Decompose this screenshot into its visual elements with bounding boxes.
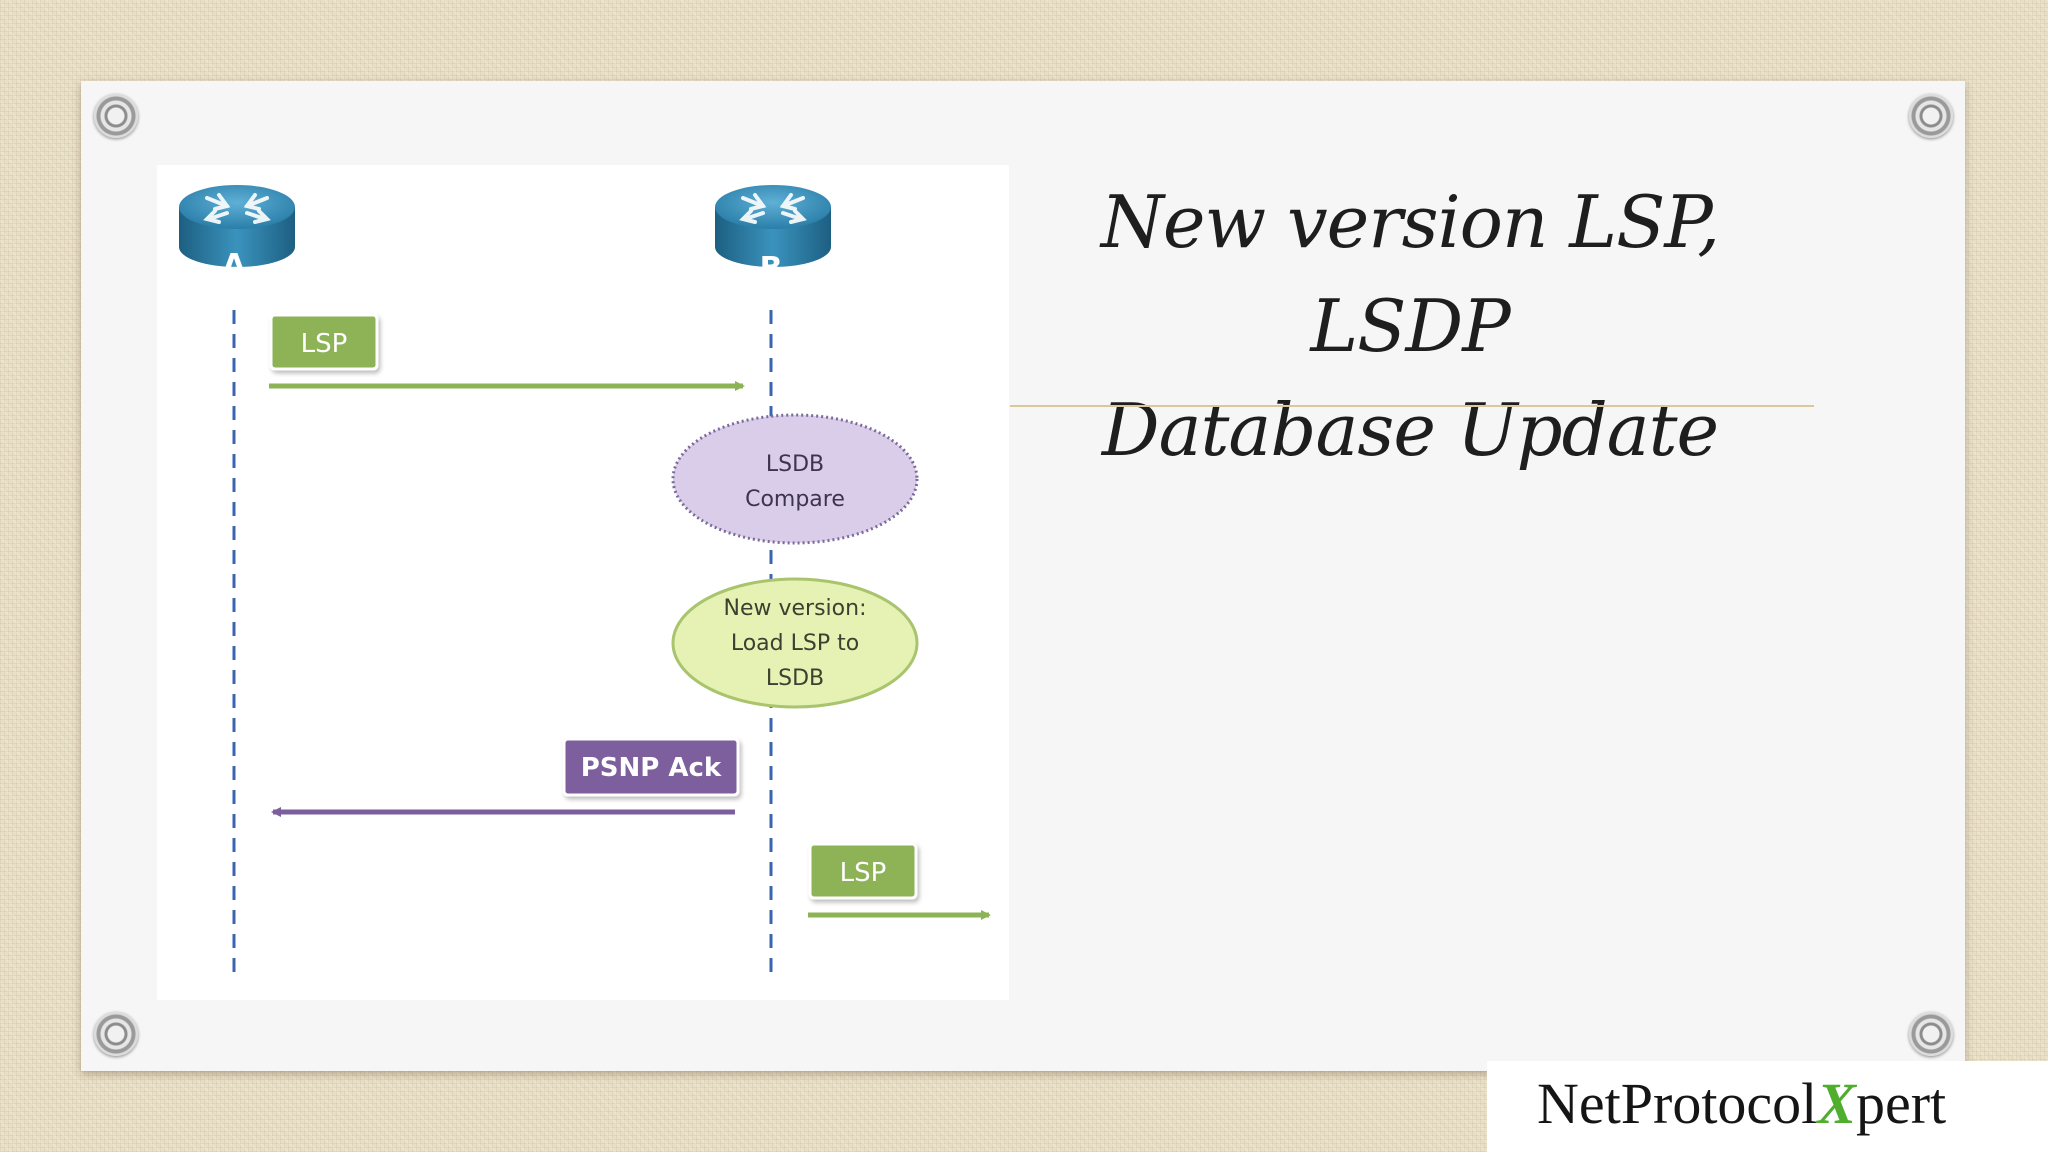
lsp-message-label-1: LSP [301,329,348,359]
sequence-diagram: A B LSP LSDB Compare New version: Load L… [157,165,1009,1000]
psnp-ack-box [562,737,740,797]
new-version-line-1: New version: [724,596,867,621]
lsp-message-box-1 [269,313,379,371]
router-b-label: B [760,251,783,286]
slide-title: New version LSP, LSDP Database Update [1010,170,1810,482]
lsp-message-box-2 [808,842,918,900]
grommet-bottom-right-icon [1909,1012,1953,1056]
brand-logo-part1: NetProtocol [1537,1071,1818,1136]
grommet-bottom-left-icon [94,1012,138,1056]
router-a-icon [179,185,295,267]
brand-logo-text: NetProtocolXpert [1537,1069,1946,1139]
grommet-top-left-icon [94,94,138,138]
lsdb-compare-node [671,413,919,545]
lsdb-compare-line-1: LSDB [766,452,824,477]
new-version-line-2: Load LSP to [731,631,859,656]
brand-logo-x: X [1817,1071,1856,1136]
brand-logo: NetProtocolXpert [1487,1061,2048,1152]
new-version-line-3: LSDB [766,666,824,691]
psnp-ack-label: PSNP Ack [581,753,722,783]
slide-title-line-2: Database Update [1101,388,1719,472]
router-b-icon [715,185,831,267]
title-divider [1010,405,1814,407]
router-a-label: A [222,248,246,283]
slide-title-line-1: New version LSP, LSDP [1100,180,1720,368]
lsdb-compare-line-2: Compare [745,487,845,512]
grommet-top-right-icon [1909,94,1953,138]
brand-logo-part3: pert [1855,1071,1947,1136]
new-version-node [671,577,919,709]
lsp-message-label-2: LSP [840,858,887,888]
